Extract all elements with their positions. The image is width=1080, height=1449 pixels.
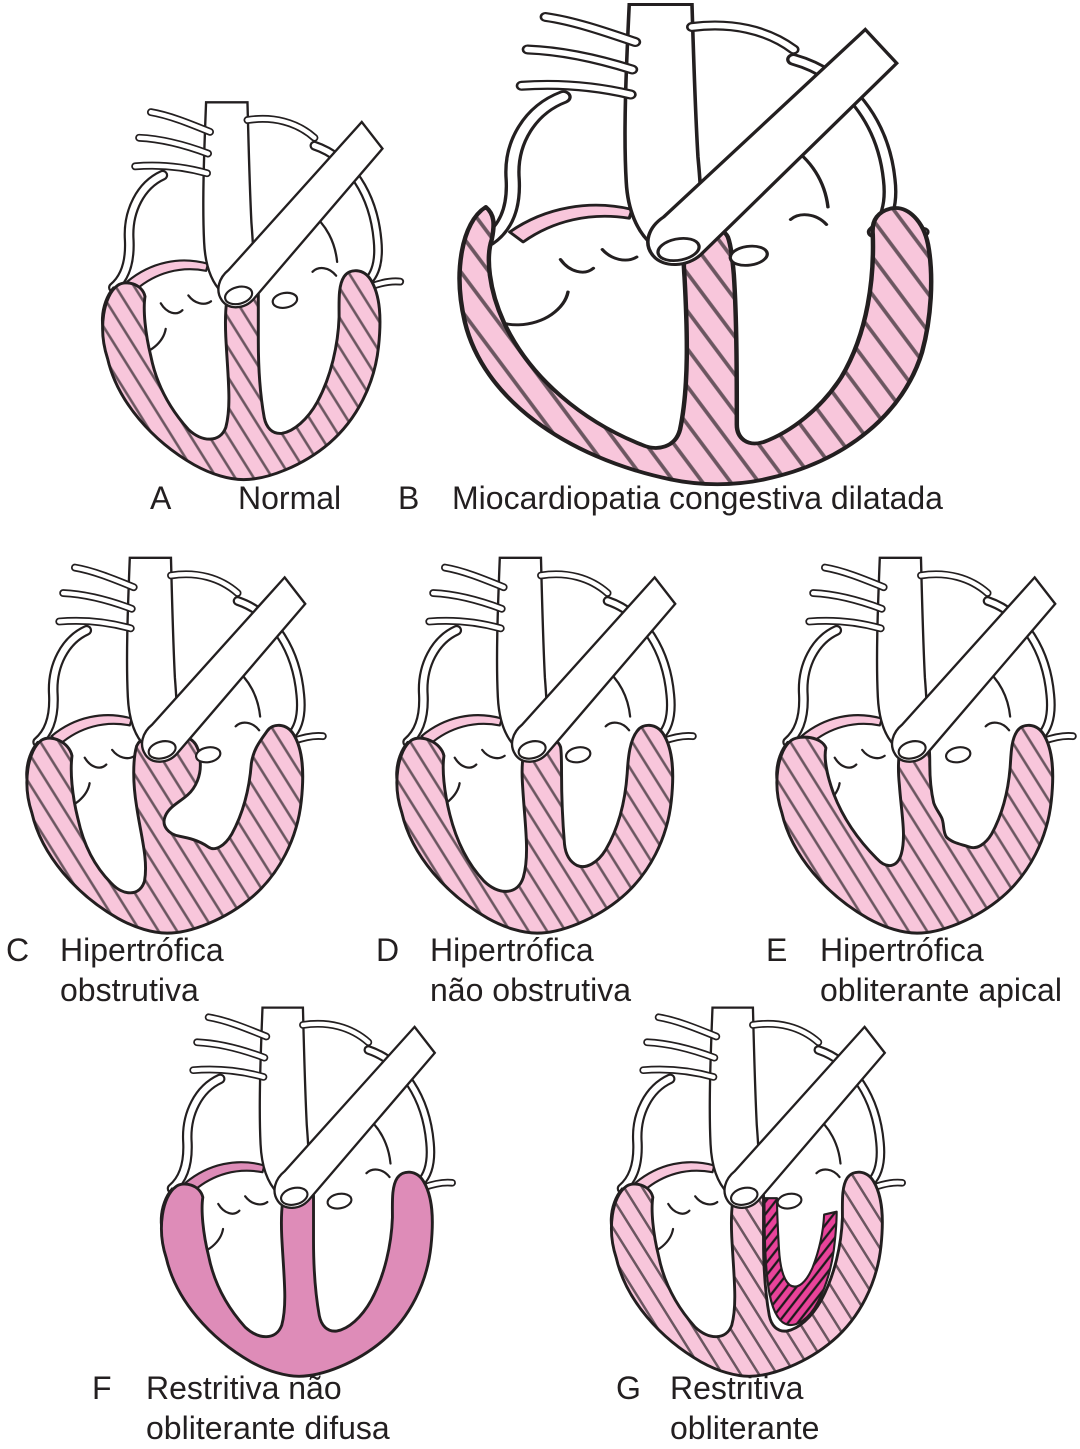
heart-c-illustration — [25, 556, 327, 935]
label-e: E Hipertrófica obliterante apical — [766, 930, 1062, 1010]
label-b: B Miocardiopatia congestiva dilatada — [398, 478, 943, 518]
label-f-letter: F — [92, 1370, 112, 1406]
label-f: F Restritiva não obliterante difusa — [92, 1368, 390, 1448]
label-b-letter: B — [398, 480, 420, 516]
label-d-line2: não obstrutiva — [430, 972, 632, 1008]
label-g-line2: obliterante — [670, 1410, 820, 1446]
heart-f-illustration — [159, 1006, 456, 1378]
label-b-line1: Miocardiopatia congestiva dilatada — [452, 480, 943, 516]
label-g-line1: Restritiva — [670, 1370, 804, 1406]
label-g: G Restritiva obliterante — [616, 1368, 819, 1448]
label-d-line1: Hipertrófica — [430, 932, 594, 968]
label-e-line2: obliterante apical — [820, 972, 1062, 1008]
heart-b-illustration — [457, 3, 934, 487]
label-a-line1: Normal — [238, 480, 342, 516]
label-e-line1: Hipertrófica — [820, 932, 984, 968]
label-d: D Hipertrófica não obstrutiva — [376, 930, 631, 1010]
label-c: C Hipertrófica obstrutiva — [6, 930, 224, 1010]
label-a-letter: A — [150, 480, 172, 516]
heart-e-illustration — [775, 556, 1077, 935]
heart-g-illustration — [609, 1006, 906, 1378]
label-f-line1: Restritiva não — [146, 1370, 342, 1406]
label-g-letter: G — [616, 1370, 641, 1406]
heart-d-illustration — [395, 556, 697, 935]
label-c-letter: C — [6, 932, 30, 968]
heart-a-illustration — [100, 101, 405, 482]
label-c-line1: Hipertrófica — [60, 932, 224, 968]
label-d-letter: D — [376, 932, 400, 968]
label-e-letter: E — [766, 932, 788, 968]
label-f-line2: obliterante difusa — [146, 1410, 390, 1446]
label-c-line2: obstrutiva — [60, 972, 199, 1008]
label-a: A Normal — [150, 478, 341, 518]
